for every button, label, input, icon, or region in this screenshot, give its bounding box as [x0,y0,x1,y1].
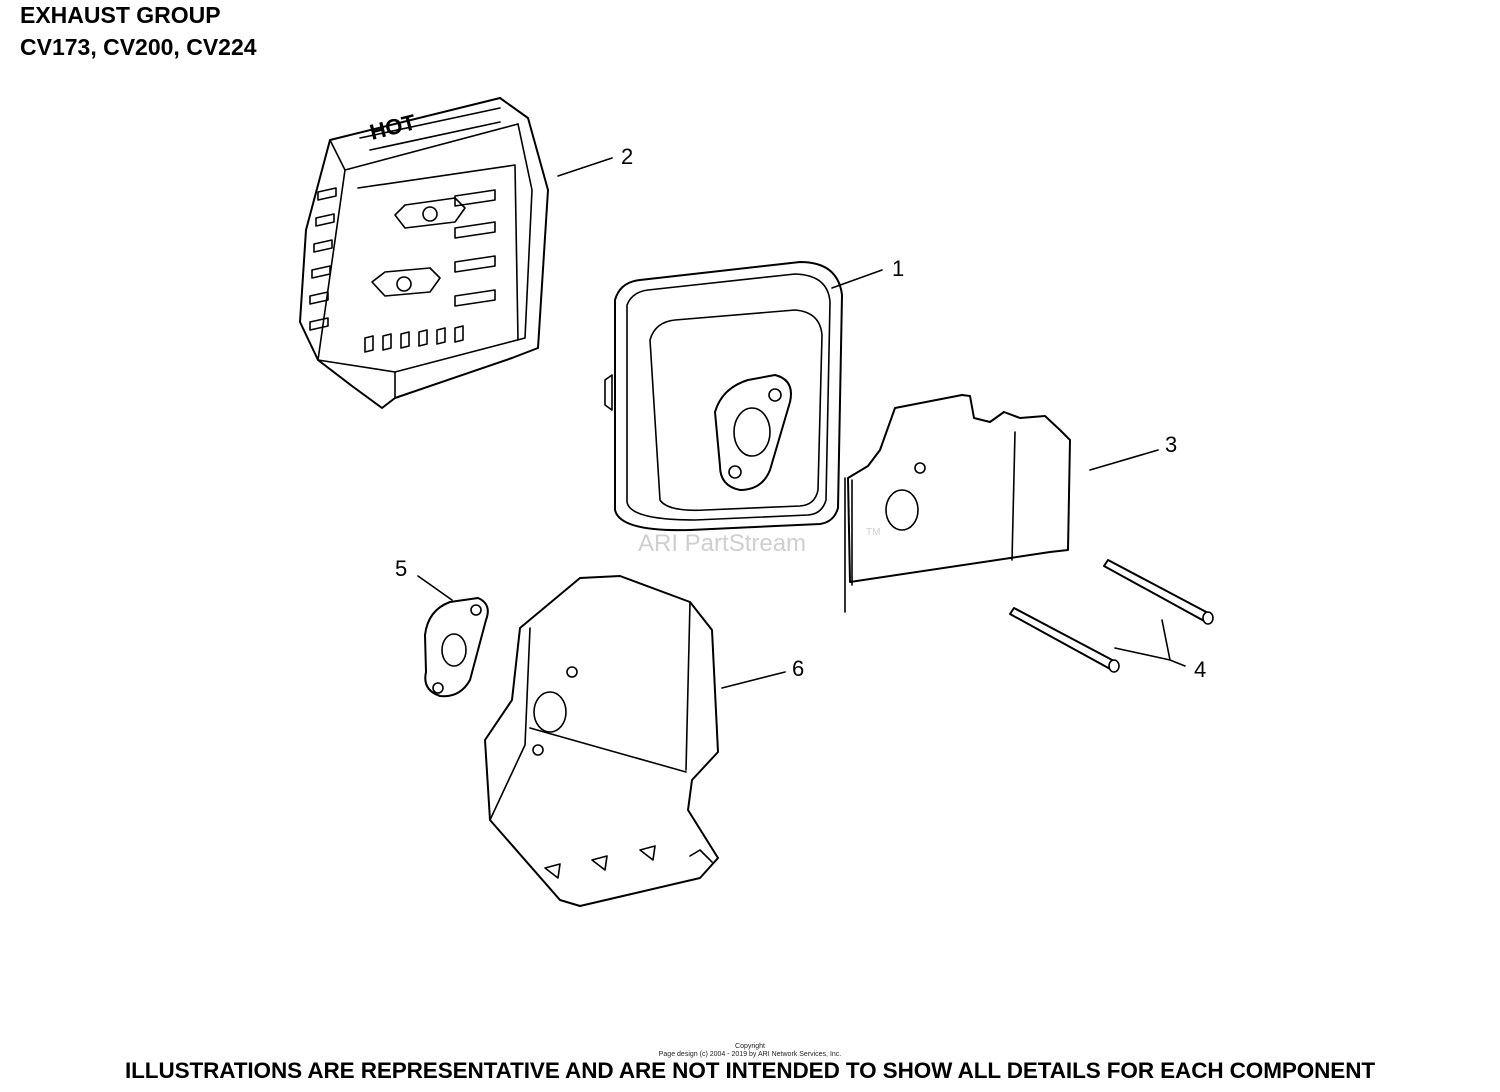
disclaimer: ILLUSTRATIONS ARE REPRESENTATIVE AND ARE… [125,1058,1375,1083]
callout-1: 1 [892,256,904,281]
part-3-heat-deflector [844,394,1071,613]
callout-5: 5 [395,556,407,581]
part-5-gasket [424,597,489,698]
page-title: EXHAUST GROUP [20,2,221,28]
callout-6: 6 [792,656,804,681]
watermark-tm: TM [866,527,880,538]
leader-lines [417,157,1186,689]
part-4-studs [1009,559,1214,673]
part-2-muffler-guard: HOT [299,97,549,409]
watermark: ARI PartStream [638,530,806,557]
part-6-heat-shield [484,575,719,907]
copyright-label: Copyright [735,1043,765,1050]
callout-3: 3 [1165,432,1177,457]
part-1-muffler [604,261,843,532]
copyright-notice: Page design (c) 2004 - 2019 by ARI Netwo… [658,1051,842,1058]
engine-models: CV173, CV200, CV224 [20,34,257,60]
callout-4: 4 [1194,657,1206,682]
callout-2: 2 [621,144,633,169]
